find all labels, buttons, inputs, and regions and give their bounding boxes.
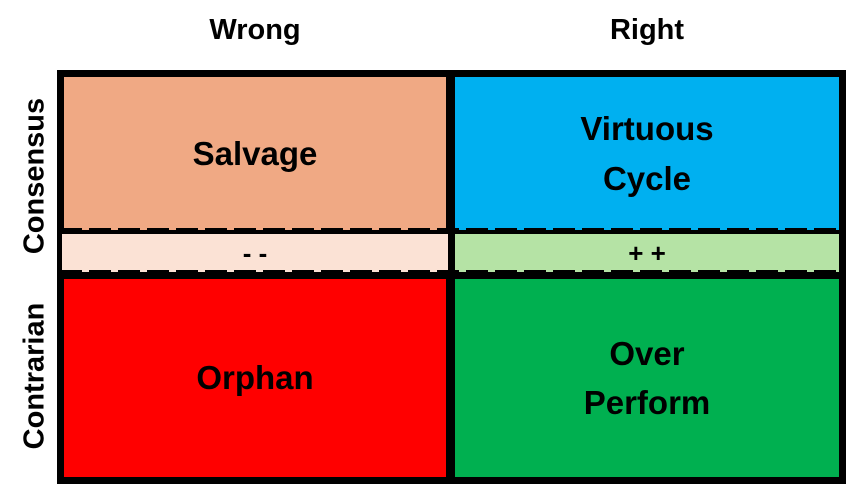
quadrant-virtuous-cycle: Virtuous Cycle — [455, 77, 839, 230]
quadrant-label: Over Perform — [583, 334, 711, 422]
column-header-right: Right — [609, 14, 685, 46]
row-header-consensus: Consensus — [18, 97, 51, 255]
band-label: + + — [628, 237, 666, 268]
dashed-divider-bottom — [60, 270, 842, 273]
band-label: - - — [242, 237, 268, 268]
dashed-divider-top — [60, 228, 842, 233]
row-header-contrarian: Contrarian — [18, 302, 51, 450]
quadrant-label: Salvage — [192, 134, 318, 172]
quadrant-over-perform: Over Perform — [455, 279, 839, 477]
band-negative: - - — [62, 234, 448, 272]
quadrant-label: Orphan — [196, 359, 314, 397]
quadrant-salvage: Salvage — [64, 77, 446, 230]
quadrant-orphan: Orphan — [64, 279, 446, 477]
quadrant-label: Virtuous Cycle — [580, 110, 714, 197]
column-header-wrong: Wrong — [209, 14, 301, 46]
band-positive: + + — [455, 234, 839, 272]
